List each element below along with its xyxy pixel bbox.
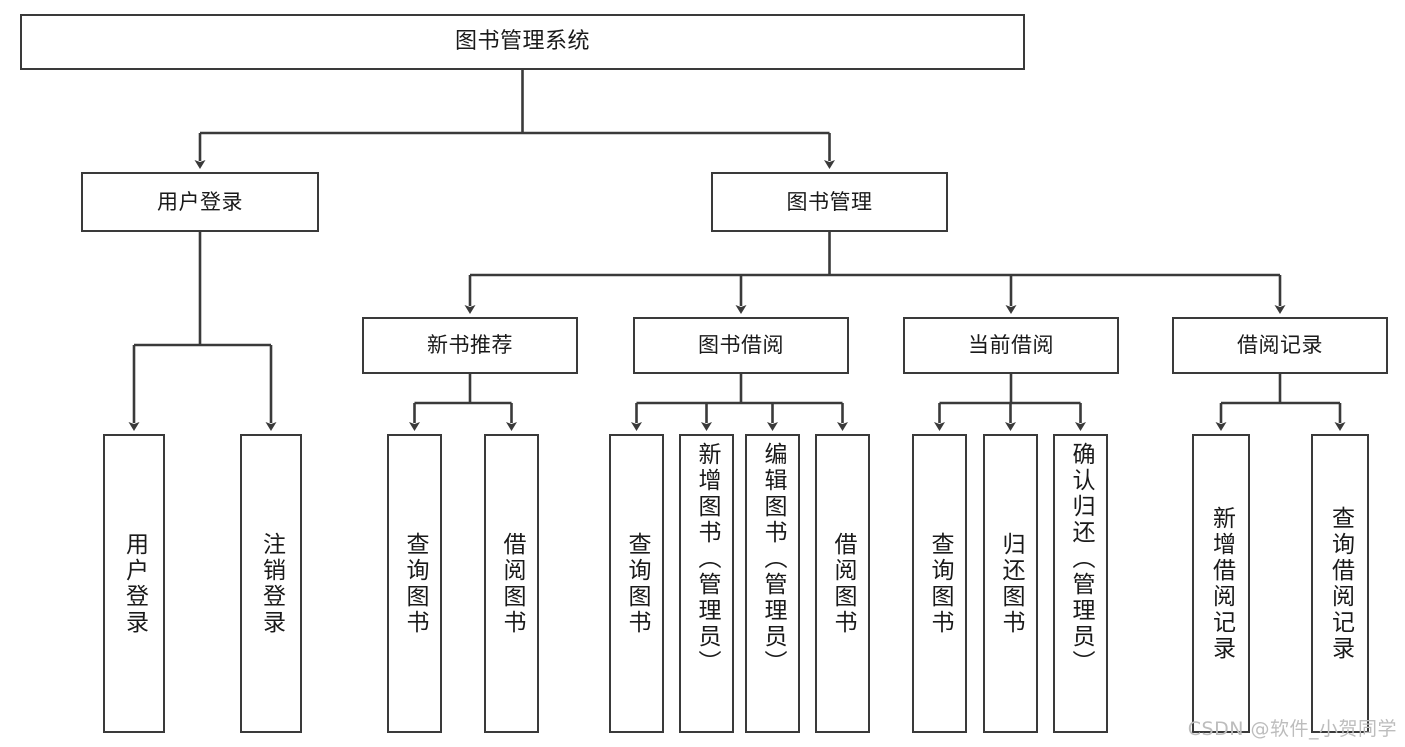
node-label: 借阅图书	[830, 531, 856, 636]
node-label: 用户登录	[157, 189, 243, 214]
node-label: 图书管理	[786, 189, 873, 214]
node-leaf-logout[interactable]: 注销登录	[240, 434, 302, 733]
node-leaf-query-book-rec[interactable]: 查询图书	[387, 434, 442, 733]
node-leaf-add-record[interactable]: 新增借阅记录	[1192, 434, 1250, 733]
node-new-book-rec[interactable]: 新书推荐	[362, 317, 578, 374]
node-label: 查询图书	[402, 531, 428, 636]
node-book-borrow[interactable]: 图书借阅	[633, 317, 849, 374]
node-label: 归还图书	[998, 531, 1024, 636]
node-label: 图书借阅	[698, 333, 784, 358]
node-leaf-user-login[interactable]: 用户登录	[103, 434, 165, 733]
node-label: 用户登录	[121, 531, 148, 636]
node-label: 新书推荐	[427, 333, 513, 358]
node-label: 当前借阅	[968, 333, 1054, 358]
node-label: 新增图书（管理员）	[694, 442, 720, 676]
node-root[interactable]: 图书管理系统	[20, 14, 1025, 70]
node-label: 确认归还（管理员）	[1068, 442, 1094, 676]
node-leaf-return-book[interactable]: 归还图书	[983, 434, 1038, 733]
watermark-text: CSDN @软件_小贺同学	[1187, 718, 1397, 740]
node-label: 借阅记录	[1237, 333, 1323, 358]
node-leaf-confirm-return[interactable]: 确认归还（管理员）	[1053, 434, 1108, 733]
node-leaf-query-book-borrow[interactable]: 查询图书	[609, 434, 664, 733]
node-label: 查询借阅记录	[1327, 505, 1354, 662]
node-label: 查询图书	[927, 531, 953, 636]
node-leaf-borrow-book-rec[interactable]: 借阅图书	[484, 434, 539, 733]
node-label: 借阅图书	[499, 531, 525, 636]
node-leaf-add-book[interactable]: 新增图书（管理员）	[679, 434, 734, 733]
node-leaf-edit-book[interactable]: 编辑图书（管理员）	[745, 434, 800, 733]
node-label: 注销登录	[258, 531, 285, 636]
node-label: 图书管理系统	[454, 29, 590, 55]
node-label: 编辑图书（管理员）	[760, 442, 786, 676]
node-leaf-query-book-cur[interactable]: 查询图书	[912, 434, 967, 733]
node-borrow-record[interactable]: 借阅记录	[1172, 317, 1388, 374]
node-label: 查询图书	[624, 531, 650, 636]
node-book-manage[interactable]: 图书管理	[711, 172, 948, 232]
node-leaf-query-record[interactable]: 查询借阅记录	[1311, 434, 1369, 733]
node-user-login[interactable]: 用户登录	[81, 172, 319, 232]
node-leaf-borrow-book[interactable]: 借阅图书	[815, 434, 870, 733]
node-label: 新增借阅记录	[1208, 505, 1235, 662]
node-current-borrow[interactable]: 当前借阅	[903, 317, 1119, 374]
